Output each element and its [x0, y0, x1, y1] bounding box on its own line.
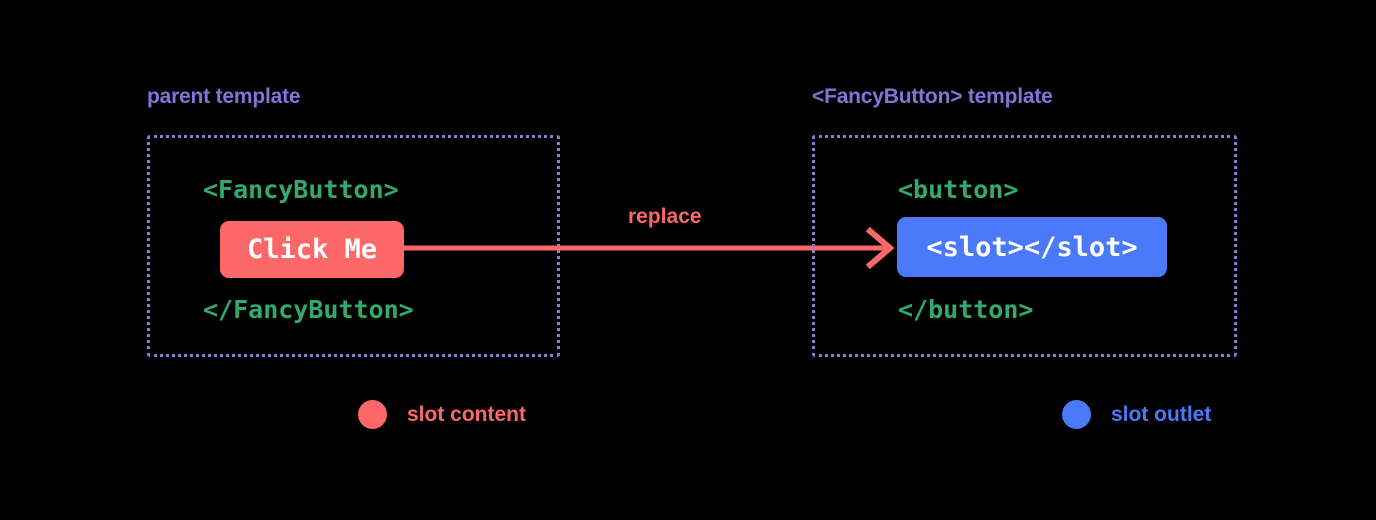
panel-title-parent-template: parent template — [147, 85, 301, 108]
legend-label-slot-outlet: slot outlet — [1111, 402, 1212, 426]
code-open-button: <button> — [898, 175, 1019, 204]
legend-item-slot-content: slot content — [358, 400, 526, 429]
chip-click-me: Click Me — [220, 221, 404, 278]
circle-dot-icon-slot-content — [358, 400, 387, 429]
replace-arrow-icon — [398, 226, 895, 270]
legend-item-slot-outlet: slot outlet — [1062, 400, 1211, 429]
panel-fancybutton-template — [812, 135, 1237, 357]
code-open-fancybutton: <FancyButton> — [203, 175, 399, 204]
chip-slot-outlet: <slot></slot> — [897, 217, 1167, 277]
arrow-label-replace: replace — [628, 205, 702, 228]
legend-label-slot-content: slot content — [407, 402, 526, 426]
panel-title-fancybutton-template: <FancyButton> template — [812, 85, 1053, 108]
code-close-button: </button> — [898, 295, 1034, 324]
code-close-fancybutton: </FancyButton> — [203, 295, 414, 324]
circle-dot-icon-slot-outlet — [1062, 400, 1091, 429]
